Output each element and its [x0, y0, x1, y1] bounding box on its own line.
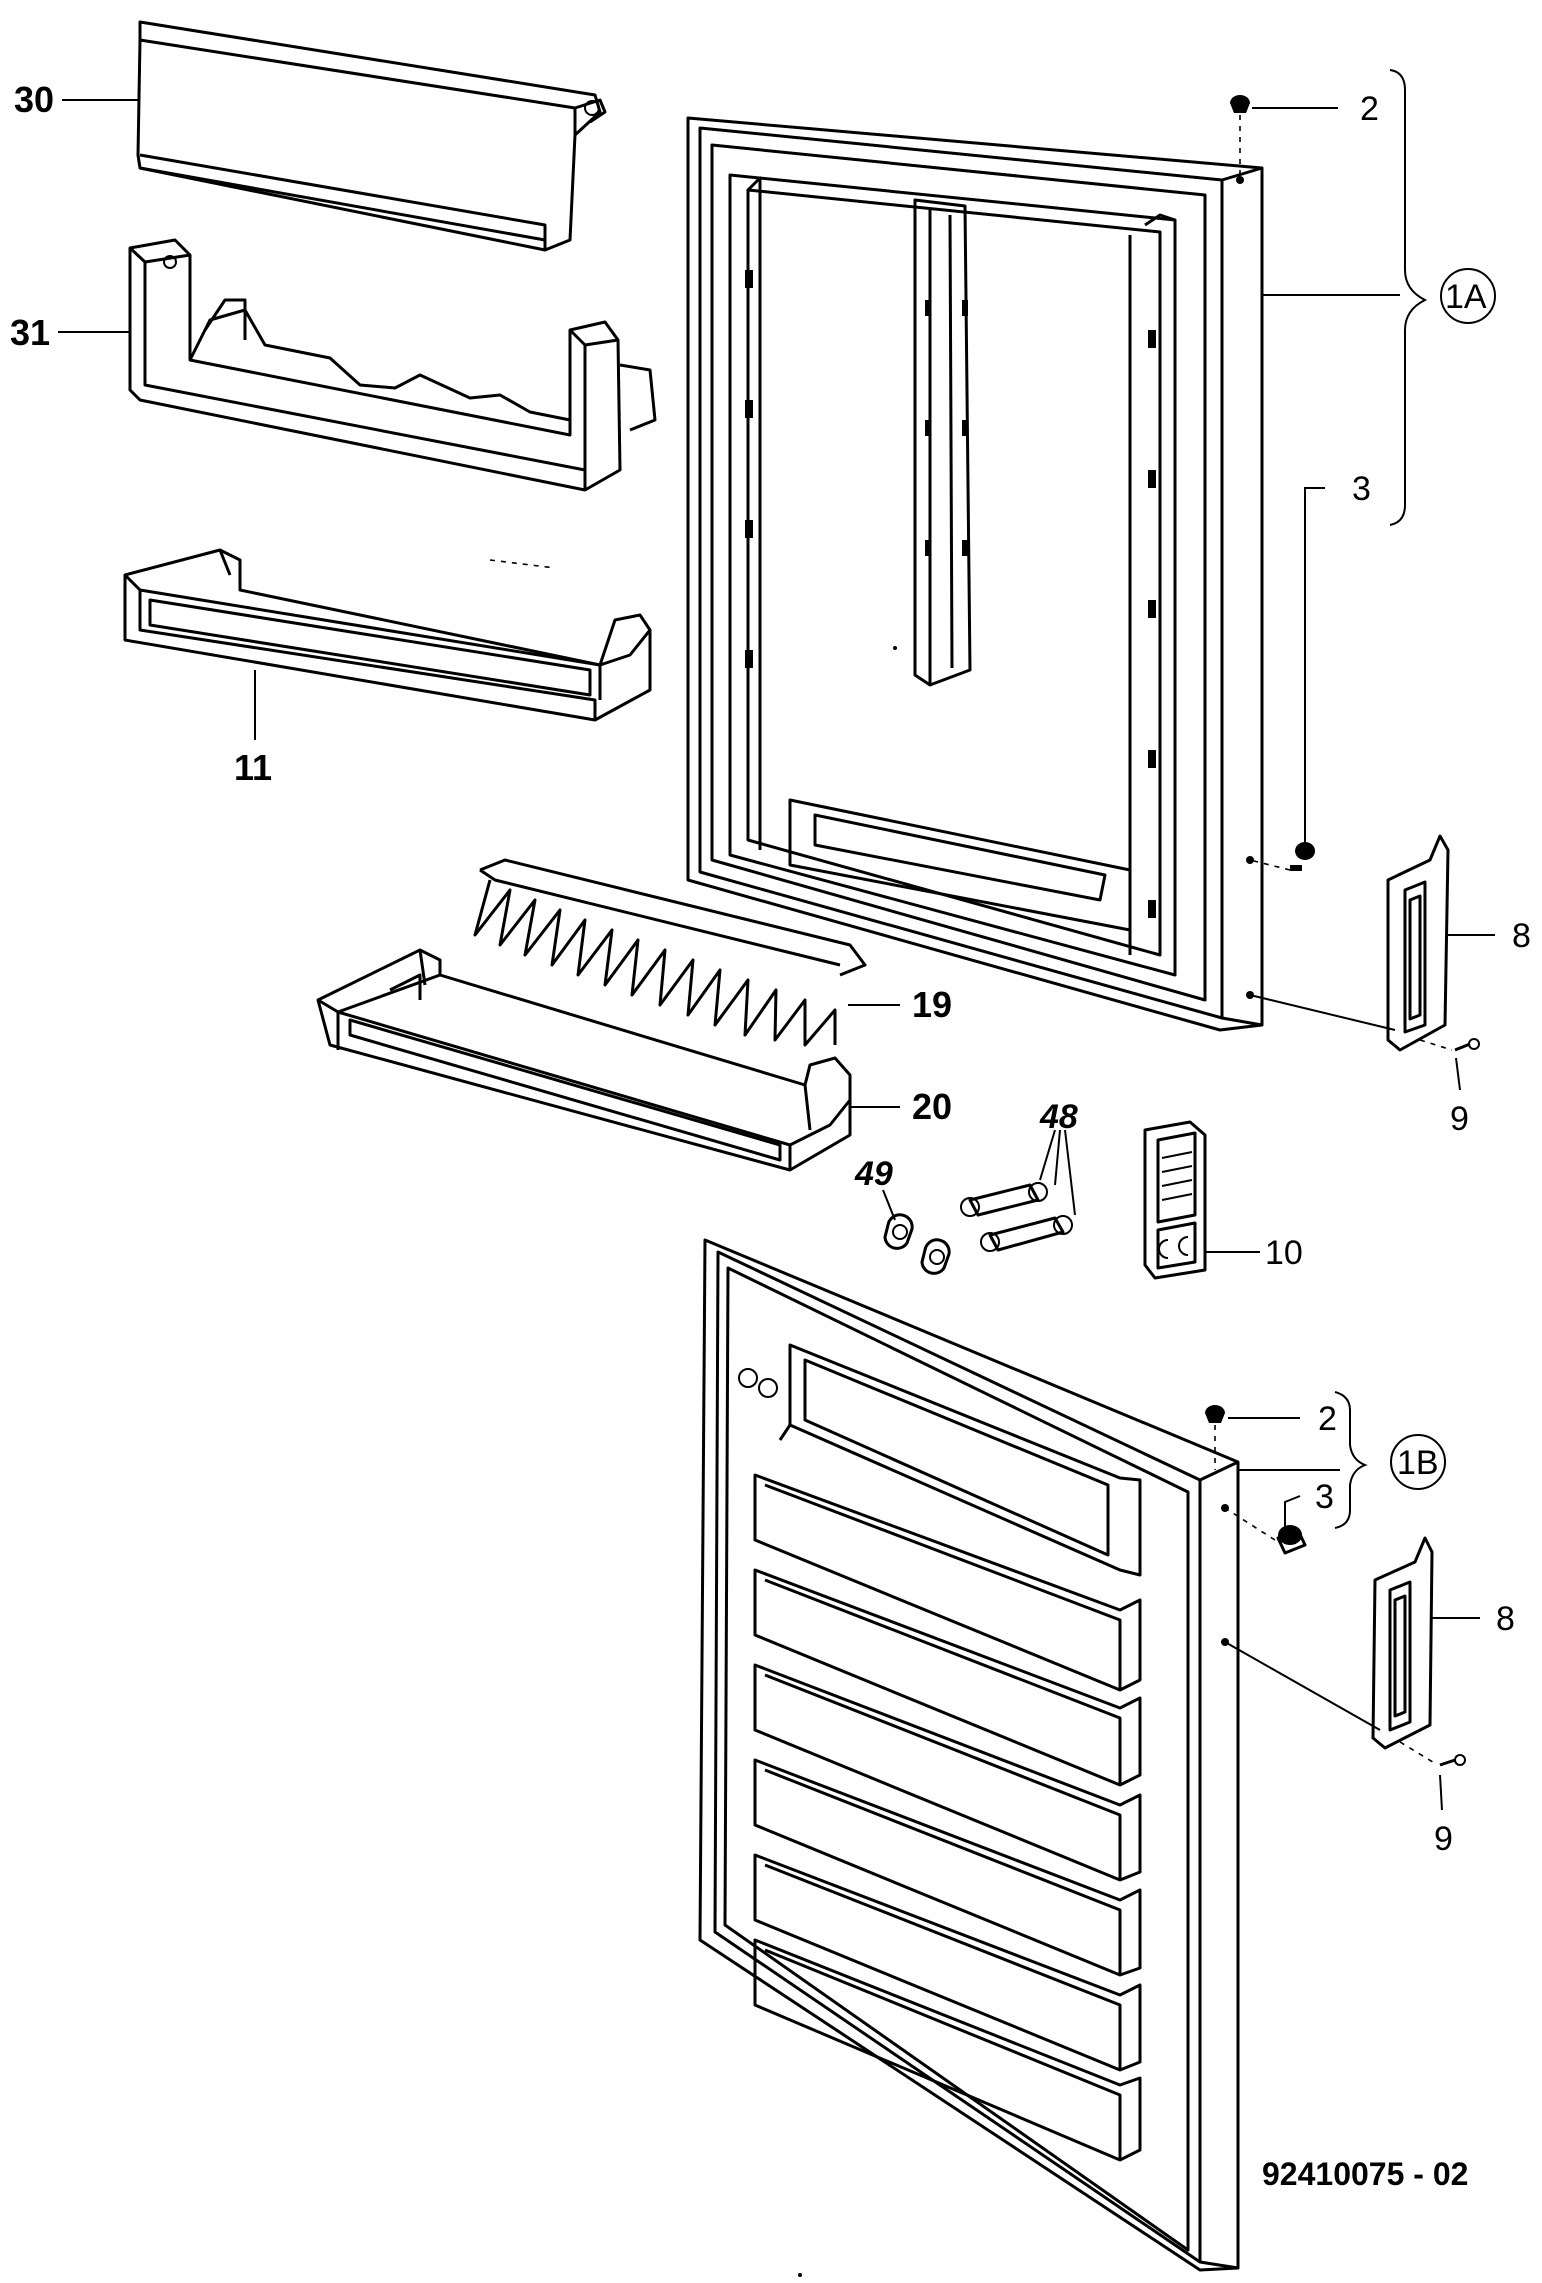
part-1a-upper-door: [686, 116, 1264, 1032]
label-20: 20: [912, 1086, 952, 1127]
leader-hinge-upper: [1249, 994, 1396, 1031]
label-1b: 1B: [1397, 1444, 1439, 1482]
part-9-upper-screw: [1419, 1038, 1480, 1052]
label-19: 19: [912, 984, 952, 1025]
label-11: 11: [234, 747, 272, 788]
part-48-fuses: [960, 1129, 1076, 1252]
part-30-shelf-cover: [136, 20, 607, 252]
leader-9-lower: [1439, 1774, 1443, 1811]
brace-1b: [1334, 1391, 1368, 1529]
callout-circle-1b: [1390, 1434, 1446, 1490]
part-11-bottle-rack: [123, 548, 652, 722]
label-3-lower: 3: [1315, 1478, 1334, 1516]
part-1b-lower-door: [698, 1238, 1240, 2272]
label-49: 49: [854, 1155, 893, 1193]
part-2-upper-screw: [1230, 95, 1250, 184]
part-2-lower-screw: [1205, 1405, 1225, 1470]
drawing-code: 92410075 - 02: [1262, 2156, 1468, 2192]
part-3-lower-screw: [1227, 1495, 1307, 1555]
brace-1a: [1389, 69, 1428, 526]
label-48: 48: [1039, 1098, 1078, 1136]
callout-circle-1a: [1440, 268, 1496, 324]
part-3-upper-screw: [1249, 487, 1325, 871]
part-8-lower-hinge: [1371, 1536, 1434, 1750]
speck: [893, 646, 897, 650]
label-1a: 1A: [1445, 278, 1487, 316]
part-8-upper-hinge: [1386, 834, 1450, 1052]
label-9-upper: 9: [1450, 1100, 1469, 1138]
label-10: 10: [1265, 1234, 1303, 1272]
leader-hinge-lower: [1224, 1641, 1381, 1731]
label-3-upper: 3: [1352, 470, 1371, 508]
label-9-lower: 9: [1434, 1820, 1453, 1858]
part-49-knobs: [882, 1189, 951, 1275]
label-2-upper: 2: [1360, 90, 1379, 128]
label-8-upper: 8: [1512, 917, 1531, 955]
leader-9-upper: [1455, 1057, 1461, 1091]
guide-dash: [489, 559, 556, 569]
part-31-door-shelf: [128, 238, 657, 492]
part-20-bottle-shelf: [316, 948, 852, 1172]
label-2-lower: 2: [1318, 1400, 1337, 1438]
part-19-retainer: [473, 858, 867, 1047]
label-31: 31: [10, 312, 50, 353]
label-8-lower: 8: [1496, 1600, 1515, 1638]
speck: [798, 2273, 802, 2277]
part-10-panel: [1143, 1120, 1207, 1280]
part-9-lower-screw: [1399, 1741, 1466, 1767]
label-30: 30: [14, 79, 54, 120]
